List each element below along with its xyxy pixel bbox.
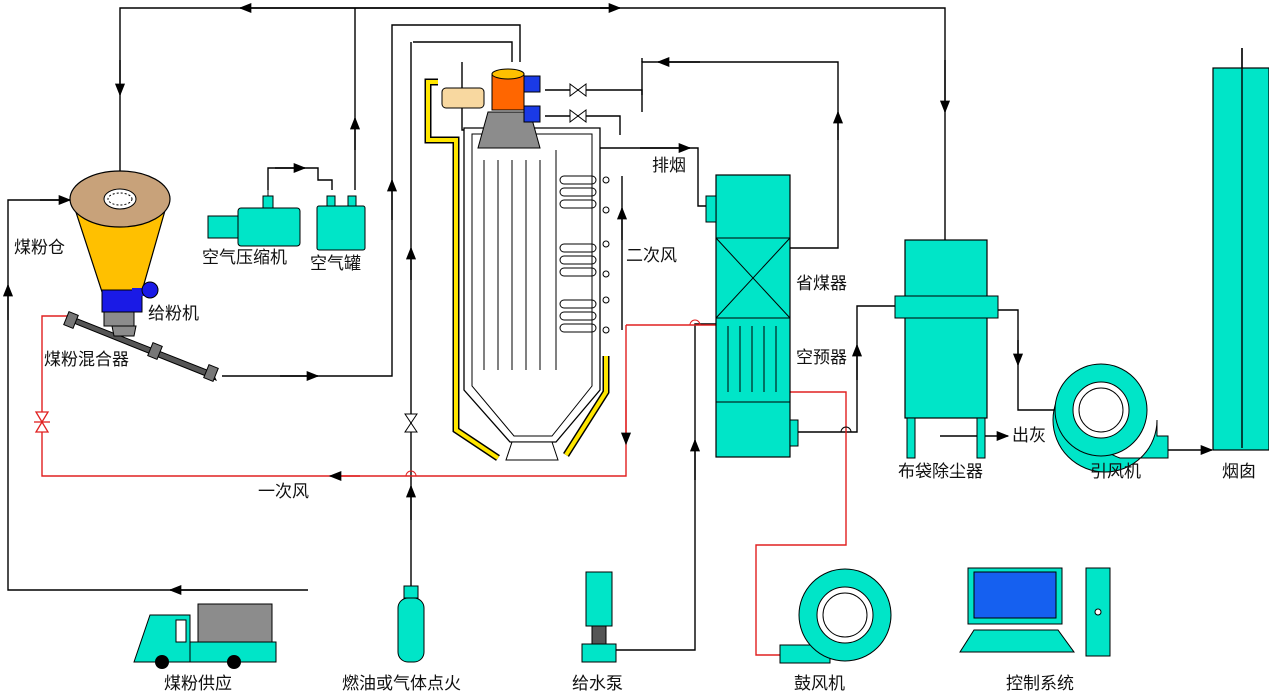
label-exhaust: 排烟	[652, 156, 686, 176]
label-coal-supply: 煤粉供应	[164, 674, 232, 694]
burner-valves	[569, 83, 587, 123]
air-compressor	[207, 190, 301, 247]
boiler	[424, 68, 610, 461]
coal-bin	[69, 170, 171, 299]
ignition-valve	[404, 413, 418, 433]
label-air-compressor: 空气压缩机	[202, 248, 287, 268]
label-control-system: 控制系统	[1006, 674, 1074, 694]
label-coal-bin: 煤粉仓	[14, 238, 65, 258]
coal-mixer	[63, 310, 219, 383]
air-tank	[316, 195, 366, 251]
label-ash-out: 出灰	[1012, 426, 1046, 446]
primary-air-valve	[34, 411, 50, 433]
feed-water-pump	[581, 571, 617, 663]
pipe-lines	[2, 2, 1248, 651]
label-secondary-air: 二次风	[626, 246, 677, 266]
label-primary-air: 一次风	[258, 482, 309, 502]
label-economizer: 省煤器	[796, 274, 847, 294]
air-lines	[41, 315, 847, 656]
label-bag-filter: 布袋除尘器	[898, 462, 983, 482]
economizer-preheater	[705, 174, 799, 458]
chimney	[1212, 67, 1269, 451]
label-feeder: 给粉机	[148, 304, 199, 324]
blower-fan	[779, 568, 892, 664]
label-chimney: 烟囱	[1222, 462, 1256, 482]
bag-filter	[894, 239, 999, 459]
label-feed-pump: 给水泵	[572, 674, 623, 694]
coal-feeder	[101, 281, 159, 327]
label-id-fan: 引风机	[1090, 462, 1141, 482]
label-air-preheater: 空预器	[796, 348, 847, 368]
id-fan	[1052, 363, 1169, 473]
label-mixer: 煤粉混合器	[44, 350, 129, 370]
label-blower: 鼓风机	[794, 674, 845, 694]
gas-cylinder	[397, 585, 425, 663]
coal-truck	[133, 603, 277, 669]
control-computer	[959, 567, 1111, 657]
label-ignition: 燃油或气体点火	[342, 674, 461, 694]
label-air-tank: 空气罐	[310, 254, 361, 274]
